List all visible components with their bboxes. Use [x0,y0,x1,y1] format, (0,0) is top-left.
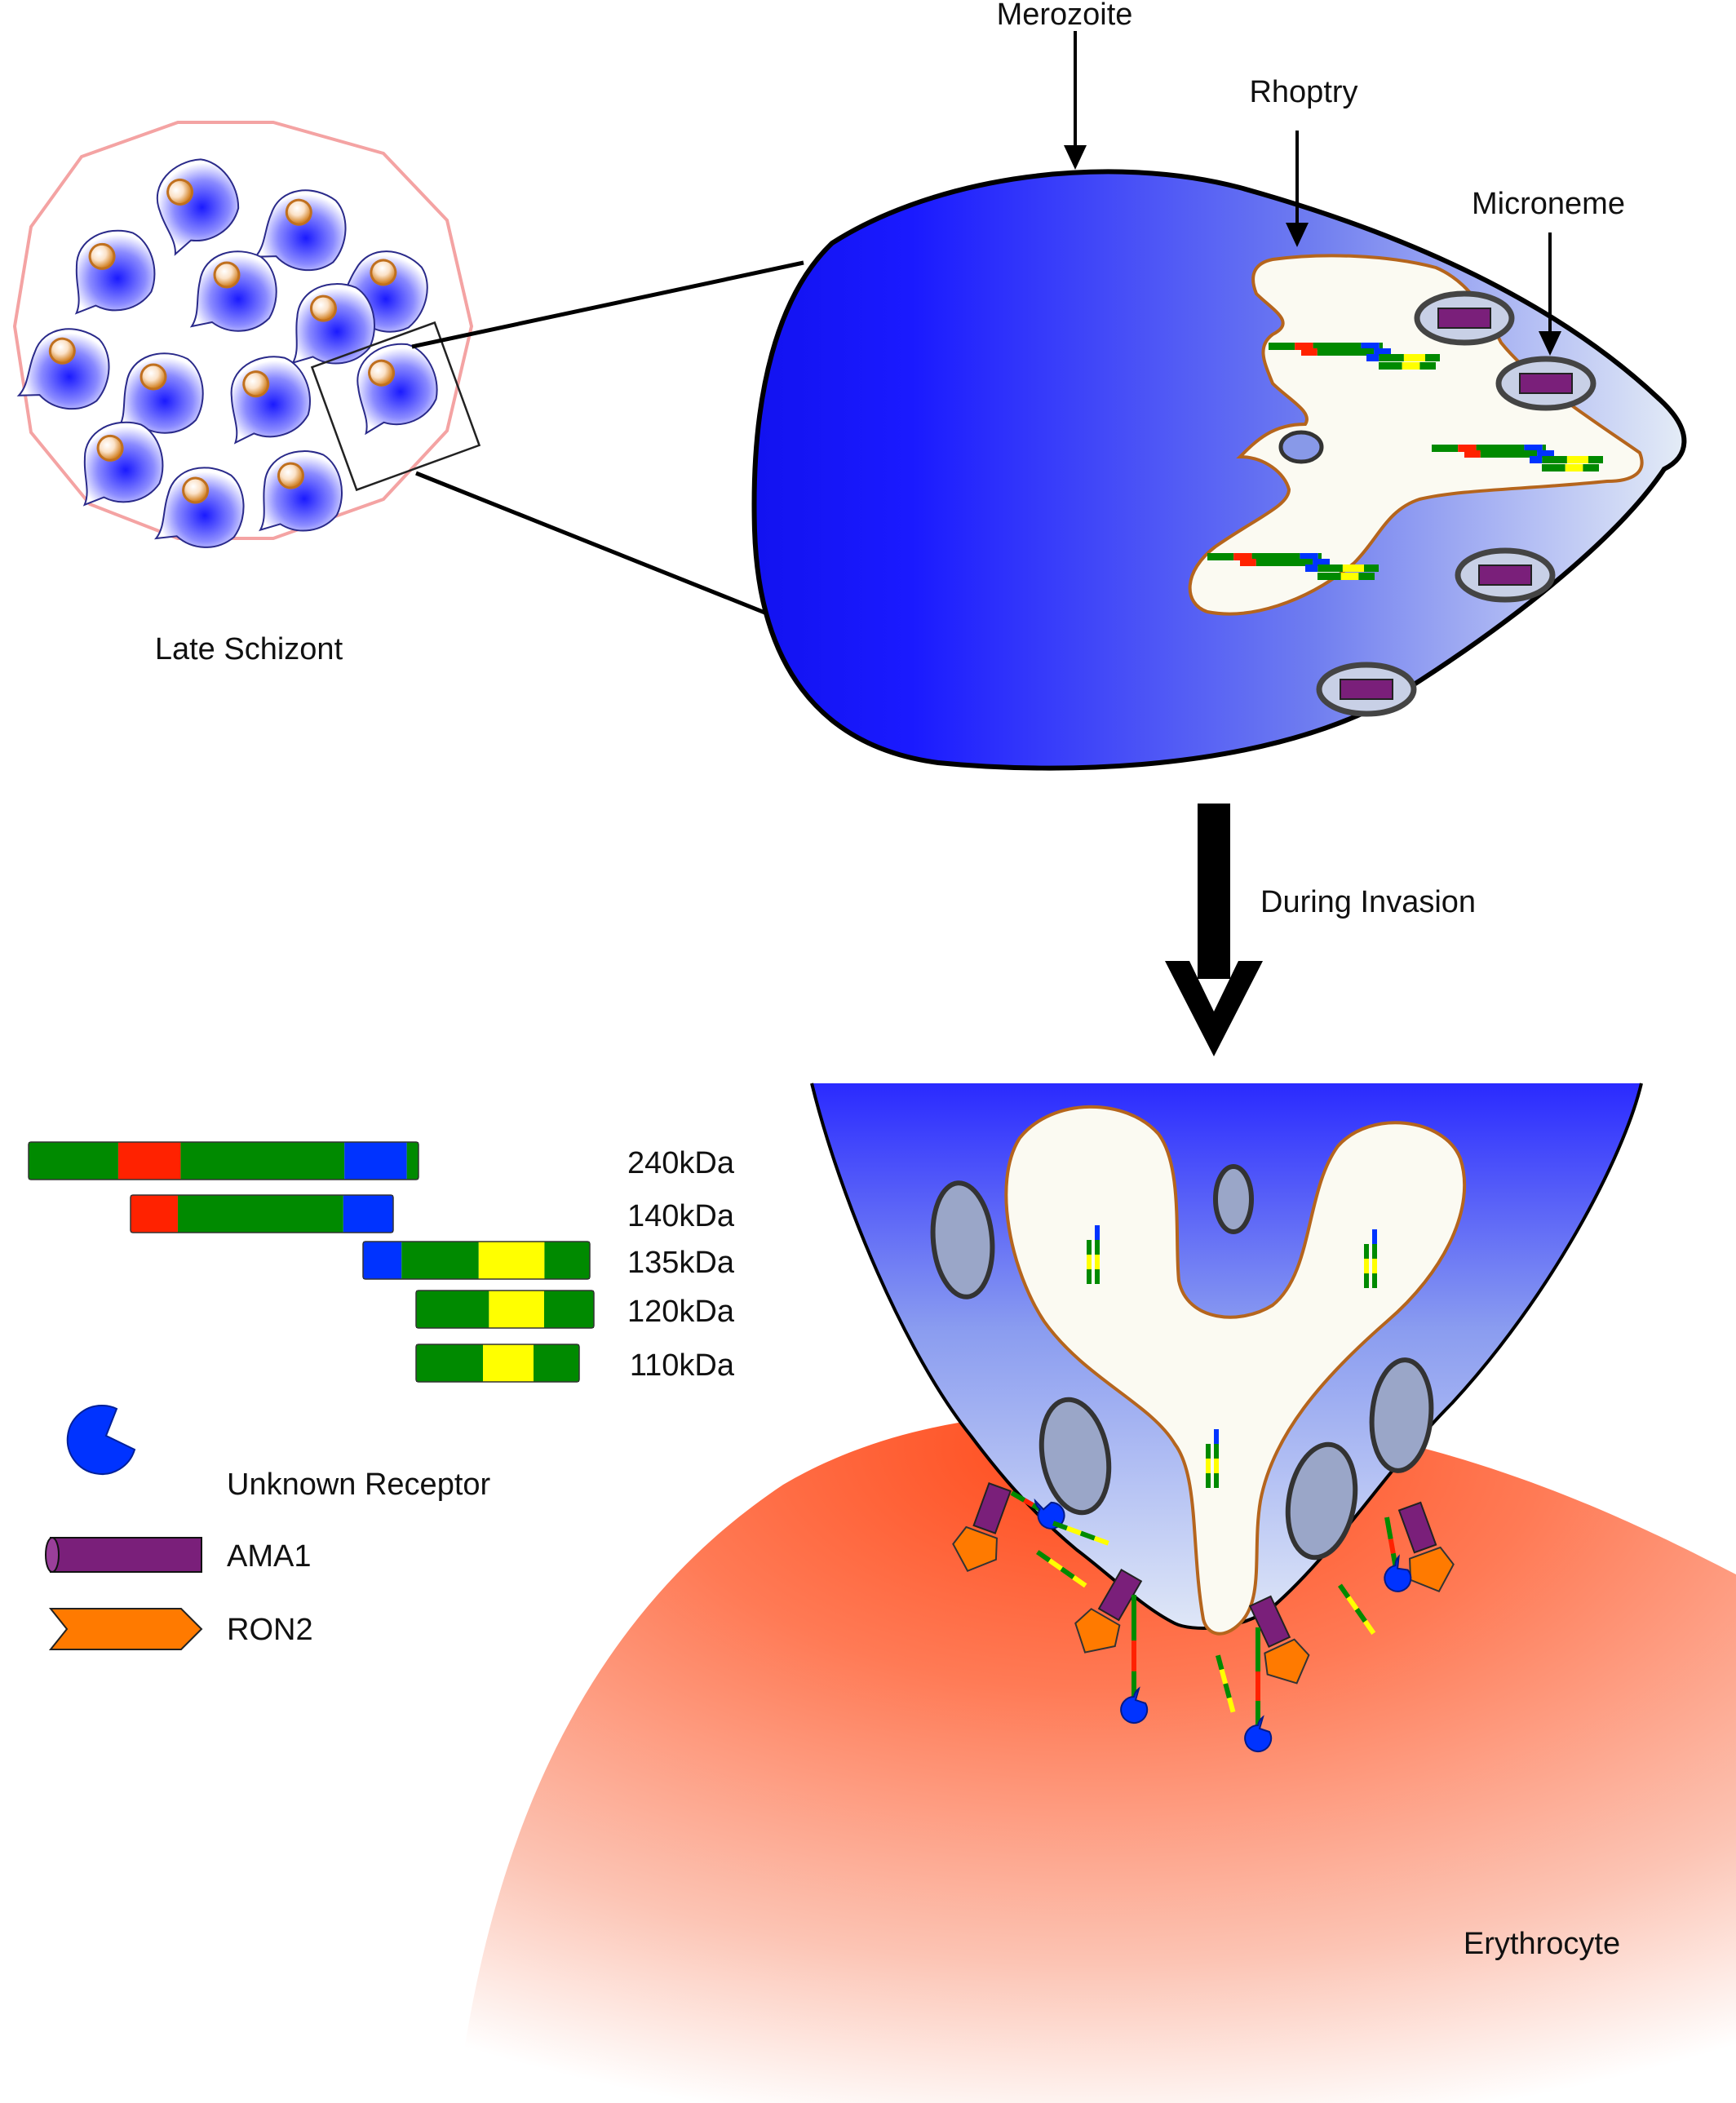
fragment-135kDa: 135kDa [362,1241,735,1280]
late-schizont [12,121,481,548]
late-schizont-label: Late Schizont [155,632,343,666]
ama1-icon [45,1537,202,1573]
invading-merozoite-tip [810,1082,1643,1752]
rhoptry-label: Rhoptry [1249,75,1357,109]
schizont-merozoite [16,328,110,410]
tip-microneme [1369,1357,1434,1473]
rhoptry-invading [1004,1105,1467,1636]
tip-microneme [1038,1397,1112,1516]
microneme [1316,662,1417,717]
fragment-label: 135kDa [627,1246,735,1280]
tip-micronemes [930,1164,1434,1561]
schizont-merozoite [259,450,343,532]
tip-microneme [930,1180,995,1299]
merozoite-cells [16,158,438,548]
microneme [1495,356,1596,411]
microneme [1414,290,1515,346]
tip-proteins [952,1225,1455,1752]
fragment-240kDa: 240kDa [28,1141,735,1180]
receptor-binding [1010,1490,1065,1530]
fragment-label: 110kDa [630,1348,735,1383]
cleaved-fragment [1036,1550,1087,1588]
fragment-legend: 240kDa 140kDa 135kDa 120kDa 110kDa [28,1141,735,1383]
microneme-label: Microneme [1472,187,1625,221]
schizont-merozoite [156,158,240,256]
receptor-binding [1120,1595,1149,1724]
microneme [1455,547,1556,603]
fragment-120kDa: 120kDa [415,1290,735,1329]
protein-cascade [1269,343,1440,370]
legend-label-receptor: Unknown Receptor [227,1468,491,1502]
schizont-merozoite [253,189,347,272]
receptor-icon [66,1404,136,1475]
merozoite [751,169,1687,771]
invasion-arrow [1165,804,1263,1056]
protein-cascade [1207,553,1379,580]
tip-microneme [1285,1441,1358,1561]
erythrocyte-label: Erythrocyte [1464,1927,1620,1961]
schizont-merozoite [189,250,277,332]
merozoite-label: Merozoite [997,0,1133,32]
schizont-merozoite [230,356,311,445]
legend-label-ron2: RON2 [227,1613,313,1647]
tip-microneme [1213,1164,1254,1234]
micronemes [1316,290,1596,717]
fragment-110kDa: 110kDa [415,1344,735,1383]
schizont-merozoite [82,421,164,507]
schizont-merozoite [356,343,438,436]
ama1-ron2-complex [952,1482,1012,1573]
secreted-protein [1206,1429,1219,1488]
fragment-label: 240kDa [627,1146,735,1180]
secreted-protein [1364,1229,1377,1288]
erythrocyte [457,1410,1736,2103]
fragment-label: 120kDa [627,1295,735,1329]
secreted-protein [1087,1225,1100,1284]
schizont-merozoite [74,229,156,315]
schizont-merozoite [154,467,245,548]
receptor-binding [1244,1627,1273,1752]
cleaved-fragment [1338,1583,1376,1635]
pointer-arrows [1064,31,1561,356]
receptor-binding [1384,1516,1412,1592]
rhoptry-proteins [1207,343,1603,580]
protein-cascade [1432,445,1603,472]
ama1-ron2-complex [1397,1501,1455,1593]
during-invasion-label: During Invasion [1260,885,1476,919]
zoom-line-top [411,260,804,349]
fragment-label: 140kDa [627,1199,735,1233]
cleaved-fragment [1216,1654,1236,1713]
ama1-ron2-complex [1248,1595,1310,1685]
fragment-140kDa: 140kDa [130,1194,735,1233]
legend-label-ama1: AMA1 [227,1539,311,1574]
schizont-merozoite [291,283,375,365]
small-vesicle [1278,430,1324,464]
zoom-line-bottom [415,471,804,631]
zoom-box [310,321,481,492]
ama1-ron2-complex [1074,1568,1143,1654]
ron2-icon [48,1608,203,1650]
cleaved-fragment [1052,1521,1109,1546]
symbol-legend: Unknown Receptor AMA1 RON2 [45,1404,491,1650]
